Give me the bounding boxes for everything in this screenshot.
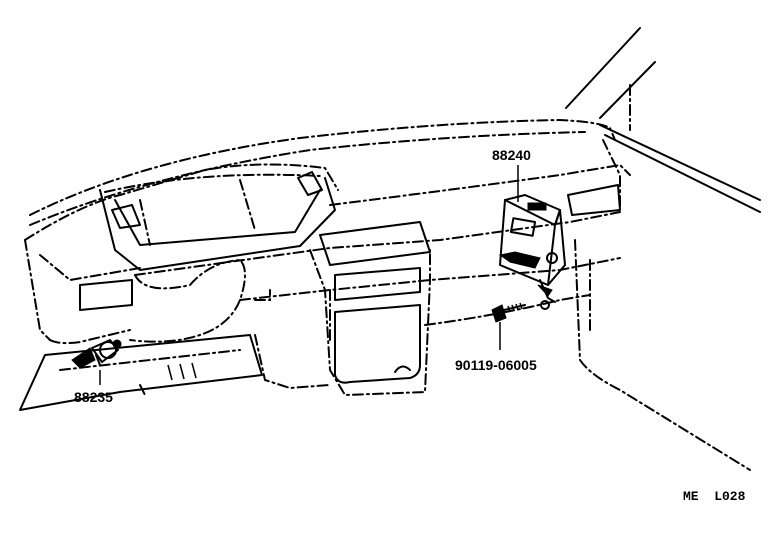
dashboard-top xyxy=(24,118,631,241)
left-kick-panel xyxy=(19,334,263,411)
switch-part-number: 88235 xyxy=(74,389,113,405)
bolt-90119-06005 xyxy=(491,302,526,323)
relay-88240 xyxy=(498,194,566,310)
center-console xyxy=(309,249,431,397)
relay-part-number: 88240 xyxy=(492,147,531,163)
figure-code: ME L028 xyxy=(683,489,746,504)
bolt-part-number: 90119-06005 xyxy=(455,357,537,373)
dashboard-left-end xyxy=(24,239,141,345)
lower-dash-panel xyxy=(254,239,751,471)
leader-lines xyxy=(99,165,519,385)
switch-88235 xyxy=(71,339,122,369)
steering-column-opening xyxy=(129,258,246,343)
instrument-cluster-hood xyxy=(99,171,336,271)
dashboard-face xyxy=(134,184,621,341)
windshield-pillar xyxy=(565,27,761,213)
